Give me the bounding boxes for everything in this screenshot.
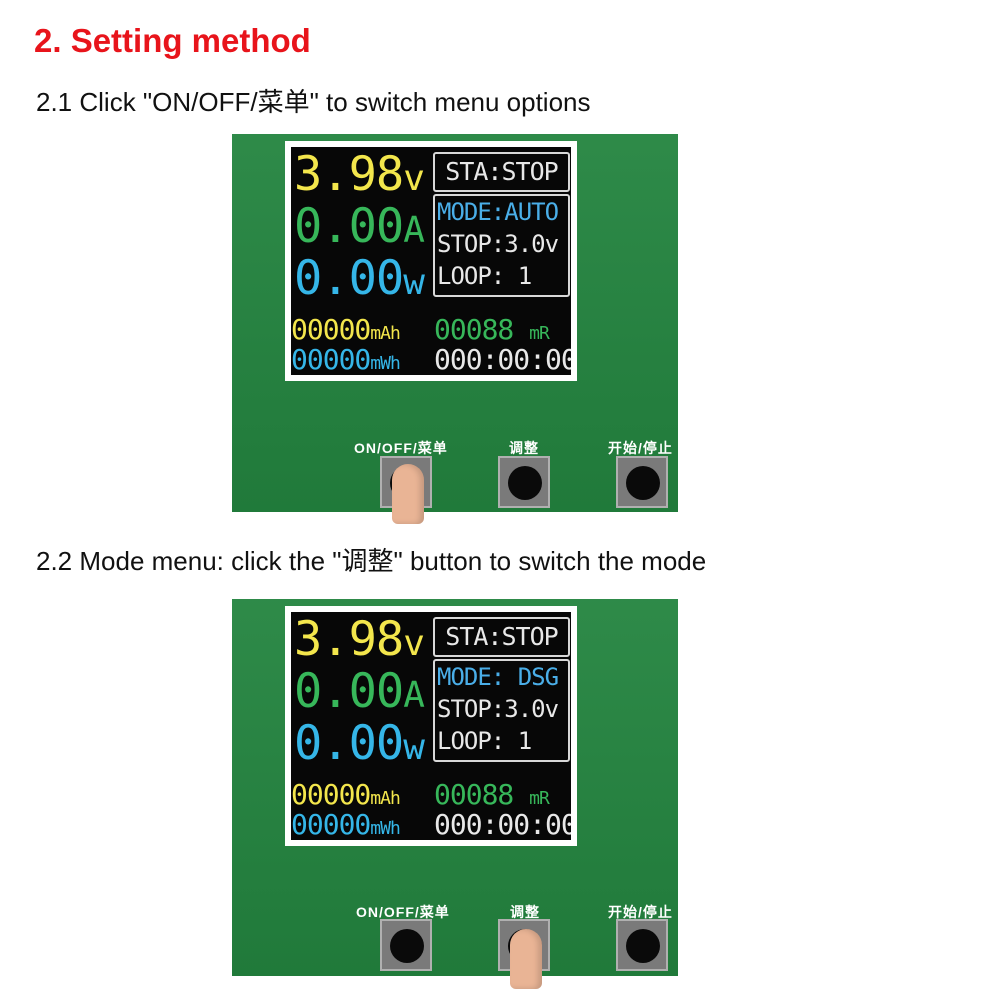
power-value: 0.00	[294, 716, 404, 771]
energy-unit: mWh	[370, 353, 400, 374]
resistance-value: 00088	[434, 313, 514, 346]
adjust-label: 调整	[510, 904, 540, 920]
onoff-label: ON/OFF/菜单	[356, 904, 450, 920]
capacity-unit: mAh	[370, 788, 400, 809]
energy-value: 00000	[291, 808, 371, 840]
energy-readout: 00000mWh	[291, 343, 401, 375]
lcd-screen-frame: 3.98v 0.00A 0.00w STA:STOP MODE:AUTO STO…	[285, 141, 577, 381]
voltage-unit: v	[403, 623, 425, 664]
energy-readout: 00000mWh	[291, 808, 401, 840]
power-unit: w	[403, 727, 425, 768]
voltage-readout: 3.98v	[294, 612, 425, 670]
power-value: 0.00	[294, 251, 404, 306]
adjust-button[interactable]	[498, 456, 550, 508]
current-unit: A	[403, 210, 425, 251]
menu-box: MODE: DSG STOP:3.0v LOOP: 1	[433, 659, 570, 762]
energy-unit: mWh	[370, 818, 400, 839]
finger-pressing-adjust	[510, 929, 542, 989]
loop-option: LOOP: 1	[437, 262, 532, 290]
loop-option: LOOP: 1	[437, 727, 532, 755]
stop-voltage-option: STOP:3.0v	[437, 695, 559, 723]
lcd-display: 3.98v 0.00A 0.00w STA:STOP MODE:AUTO STO…	[291, 147, 571, 375]
lcd-display: 3.98v 0.00A 0.00w STA:STOP MODE: DSG STO…	[291, 612, 571, 840]
start-stop-button[interactable]	[616, 456, 668, 508]
resistance-readout: 00088 mR	[434, 313, 550, 349]
status-box: STA:STOP	[433, 617, 570, 657]
power-unit: w	[403, 262, 425, 303]
mode-option: MODE:AUTO	[437, 198, 559, 226]
step-2-instruction: 2.2 Mode menu: click the "调整" button to …	[36, 546, 707, 576]
current-readout: 0.00A	[294, 199, 425, 257]
voltage-unit: v	[403, 158, 425, 199]
current-unit: A	[403, 675, 425, 716]
power-readout: 0.00w	[294, 716, 425, 774]
resistance-unit: mR	[529, 788, 550, 809]
capacity-unit: mAh	[370, 323, 400, 344]
resistance-unit: mR	[529, 323, 550, 344]
step-1-instruction: 2.1 Click "ON/OFF/菜单" to switch menu opt…	[36, 87, 591, 117]
adjust-label: 调整	[509, 440, 539, 456]
voltage-value: 3.98	[294, 147, 404, 202]
finger-pressing-onoff	[392, 464, 424, 524]
current-value: 0.00	[294, 664, 404, 719]
capacity-value: 00000	[291, 778, 371, 811]
capacity-readout: 00000mAh	[291, 778, 401, 814]
onoff-menu-button[interactable]	[380, 919, 432, 971]
power-readout: 0.00w	[294, 251, 425, 309]
current-readout: 0.00A	[294, 664, 425, 722]
section-heading: 2. Setting method	[34, 22, 311, 59]
resistance-readout: 00088 mR	[434, 778, 550, 814]
startstop-label: 开始/停止	[608, 440, 673, 456]
stop-voltage-option: STOP:3.0v	[437, 230, 559, 258]
capacity-readout: 00000mAh	[291, 313, 401, 349]
resistance-value: 00088	[434, 778, 514, 811]
current-value: 0.00	[294, 199, 404, 254]
voltage-readout: 3.98v	[294, 147, 425, 205]
startstop-label: 开始/停止	[608, 904, 673, 920]
device-board-1: 3.98v 0.00A 0.00w STA:STOP MODE:AUTO STO…	[232, 134, 678, 524]
mode-option: MODE: DSG	[437, 663, 559, 691]
menu-box: MODE:AUTO STOP:3.0v LOOP: 1	[433, 194, 570, 297]
onoff-label: ON/OFF/菜单	[354, 440, 448, 456]
timer-readout: 000:00:00	[434, 343, 571, 375]
timer-readout: 000:00:00	[434, 808, 571, 840]
device-board-2: 3.98v 0.00A 0.00w STA:STOP MODE: DSG STO…	[232, 599, 678, 989]
start-stop-button[interactable]	[616, 919, 668, 971]
energy-value: 00000	[291, 343, 371, 375]
lcd-screen-frame: 3.98v 0.00A 0.00w STA:STOP MODE: DSG STO…	[285, 606, 577, 846]
status-box: STA:STOP	[433, 152, 570, 192]
voltage-value: 3.98	[294, 612, 404, 667]
capacity-value: 00000	[291, 313, 371, 346]
